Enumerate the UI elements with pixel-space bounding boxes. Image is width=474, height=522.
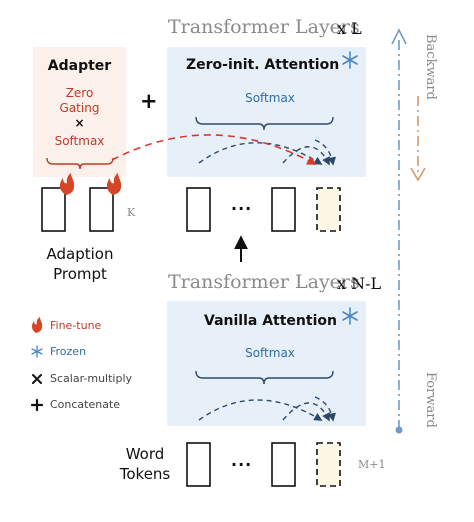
top-token-2 <box>271 187 296 232</box>
top-token-1 <box>186 187 211 232</box>
legend-concatenate: Concatenate <box>50 398 121 411</box>
adaption-prompt-line2: Prompt <box>53 265 107 283</box>
vanilla-attention-title: Vanilla Attention <box>204 313 337 329</box>
top-arc-3 <box>314 139 337 166</box>
top-layers-title: Transformer Layers <box>168 16 360 38</box>
backward-label: Backward <box>423 34 438 100</box>
top-ellipsis: ... <box>231 195 253 214</box>
bottom-token-2 <box>271 442 296 487</box>
forward-label: Forward <box>423 372 438 428</box>
legend-fine-tune: Fine-tune <box>50 319 102 332</box>
top-arc-1 <box>198 142 323 165</box>
adapter-brace <box>46 157 114 170</box>
prompt-token-2 <box>89 187 114 232</box>
bottom-layers-title: Transformer Layers <box>168 271 360 293</box>
vanilla-brace <box>195 370 334 385</box>
bottom-ellipsis: ... <box>231 451 253 470</box>
adapter-panel <box>33 47 126 177</box>
m-plus-one-label: M+1 <box>358 458 386 471</box>
adaption-prompt-line1: Adaption <box>46 245 114 263</box>
bottom-token-dashed <box>316 442 341 487</box>
adapter-zero: Zero <box>65 86 94 100</box>
bottom-arc-2 <box>282 402 330 422</box>
fire-icon <box>59 173 75 195</box>
prompt-token-1 <box>41 187 66 232</box>
zero-init-softmax: Softmax <box>245 91 295 105</box>
legend-scalar-multiply: Scalar-multiply <box>50 372 133 385</box>
plus-icon <box>30 398 44 412</box>
bottom-layers-mult: x N-L <box>337 274 382 293</box>
snowflake-icon <box>31 345 43 358</box>
legend-frozen: Frozen <box>50 345 87 358</box>
zero-init-attention-panel <box>167 47 366 177</box>
zero-init-brace <box>195 116 334 131</box>
bottom-token-1 <box>186 442 211 487</box>
adapter-times: × <box>74 116 85 130</box>
vanilla-softmax: Softmax <box>245 346 295 360</box>
snowflake-icon <box>342 307 358 325</box>
concatenate-plus: + <box>140 89 158 113</box>
top-layers-mult: x L <box>337 19 362 38</box>
bottom-arc-1 <box>198 399 323 421</box>
bottom-arc-3 <box>314 396 336 422</box>
zero-init-attention-title: Zero-init. Attention <box>186 57 340 73</box>
top-token-dashed <box>316 187 341 232</box>
fire-icon <box>31 317 43 333</box>
word-tokens-line2: Tokens <box>119 465 171 483</box>
word-tokens-line1: Word <box>125 445 165 463</box>
forward-start-dot <box>395 426 403 434</box>
times-icon <box>32 374 42 384</box>
fire-icon <box>106 173 122 195</box>
adapter-gate-arrow <box>111 134 317 165</box>
snowflake-icon <box>342 51 358 69</box>
forward-arrowhead <box>391 28 407 45</box>
top-arc-2 <box>282 146 330 166</box>
adapter-softmax: Softmax <box>54 134 105 148</box>
backward-arrowhead <box>410 167 426 182</box>
k-label: K <box>127 206 136 219</box>
adapter-gating: Gating <box>59 101 100 115</box>
vanilla-attention-panel <box>167 301 366 426</box>
adapter-title: Adapter <box>47 58 112 74</box>
